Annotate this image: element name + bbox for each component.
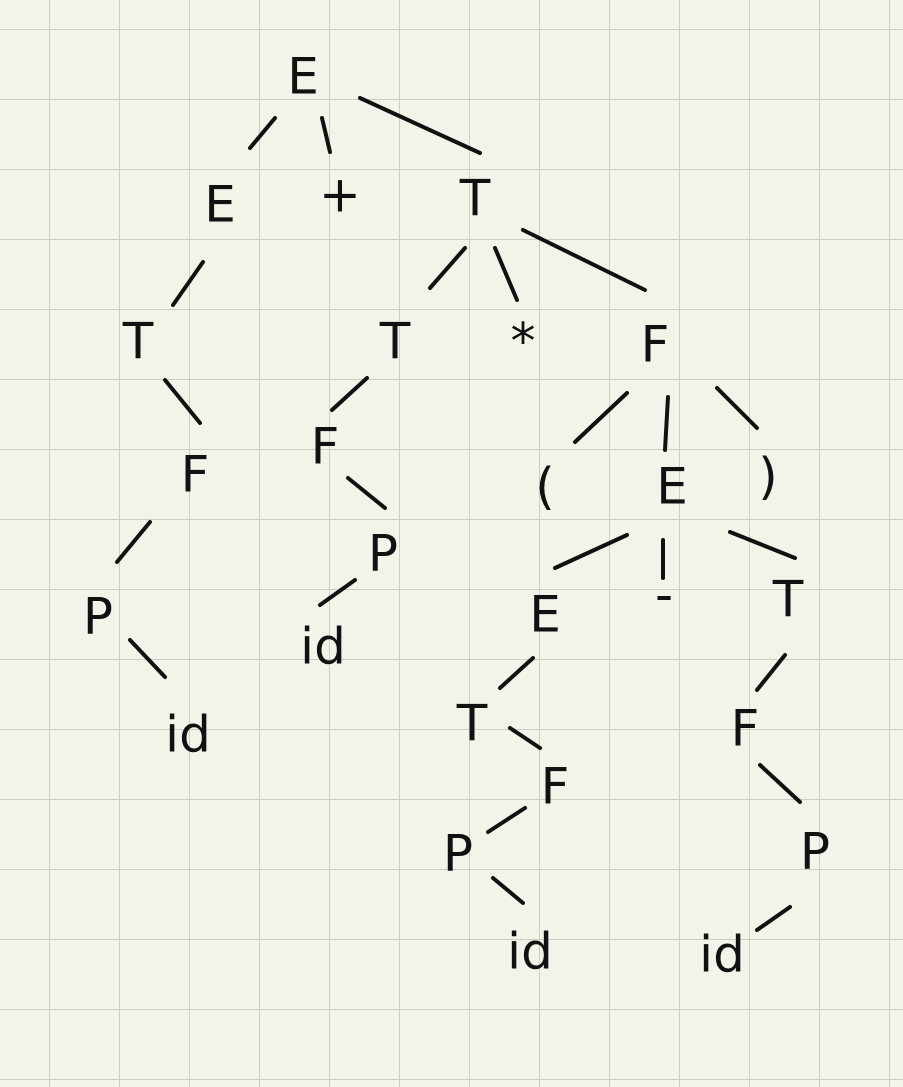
tree-node-id5: id (699, 926, 745, 984)
tree-node-F5: F (731, 700, 760, 758)
tree-node-P4: P (443, 825, 473, 883)
tree-node-P_c: P (368, 525, 398, 583)
tree-node-T3: T (772, 571, 804, 629)
tree-edge-T_b-to-F_c (330, 376, 369, 412)
tree-edge-T_a-to-F_a (163, 378, 202, 425)
tree-node-T4: T (456, 695, 488, 753)
tree-edges (115, 96, 802, 932)
tree-node-E1: E (204, 176, 236, 234)
tree-edge-P_c-to-id_c (318, 578, 357, 607)
tree-node-F4: F (541, 758, 570, 816)
tree-node-T_b: T (379, 313, 411, 371)
tree-edge-E2-to-T3 (728, 530, 797, 560)
tree-node-E3: E (529, 586, 561, 644)
tree-edge-E2-to-E3 (553, 533, 629, 570)
tree-node-F_b: F (641, 316, 670, 374)
tree-edge-F_b-to-E2 (663, 395, 670, 452)
tree-edge-root_E-to-E1 (248, 116, 277, 150)
tree-node-lparen: ( (535, 458, 555, 516)
tree-edge-root_E-to-plus (320, 116, 332, 154)
tree-edge-F_c-to-P_c (346, 476, 387, 510)
tree-node-id_c: id (300, 618, 346, 676)
tree-node-F_c: F (311, 418, 340, 476)
tree-node-minus: - (655, 566, 673, 624)
tree-edge-P4-to-id4 (491, 876, 525, 905)
tree-edge-T1-to-F_b (521, 228, 647, 292)
tree-node-id_a: id (165, 706, 211, 764)
tree-edge-P5-to-id5 (755, 905, 792, 932)
tree-edge-T3-to-F5 (755, 653, 787, 692)
tree-node-F_a: F (181, 446, 210, 504)
tree-edge-T1-to-star (493, 246, 519, 302)
tree-node-id4: id (507, 923, 553, 981)
tree-edge-F5-to-P5 (758, 763, 802, 804)
tree-node-T_a: T (122, 313, 154, 371)
tree-edge-E3-to-T4 (498, 656, 535, 690)
tree-node-plus: + (319, 166, 361, 224)
tree-node-P_a: P (83, 588, 113, 646)
tree-edge-F4-to-P4 (486, 806, 527, 834)
tree-edge-T4-to-F4 (508, 726, 542, 750)
tree-edge-F_b-to-rparen (715, 386, 759, 430)
tree-node-star: * (511, 313, 536, 371)
tree-edge-P_a-to-id_a (128, 638, 167, 679)
tree-node-P5: P (800, 823, 830, 881)
tree-edge-E1-to-T_a (171, 260, 205, 307)
tree-node-E2: E (656, 458, 688, 516)
tree-node-T1: T (459, 170, 491, 228)
tree-edge-F_a-to-P_a (115, 520, 152, 564)
tree-edge-root_E-to-T1 (358, 96, 482, 155)
tree-node-root_E: E (287, 48, 319, 106)
tree-node-rparen: ) (758, 448, 778, 506)
tree-edge-T1-to-T_b (428, 246, 467, 290)
tree-edge-F_b-to-lparen (573, 391, 629, 444)
